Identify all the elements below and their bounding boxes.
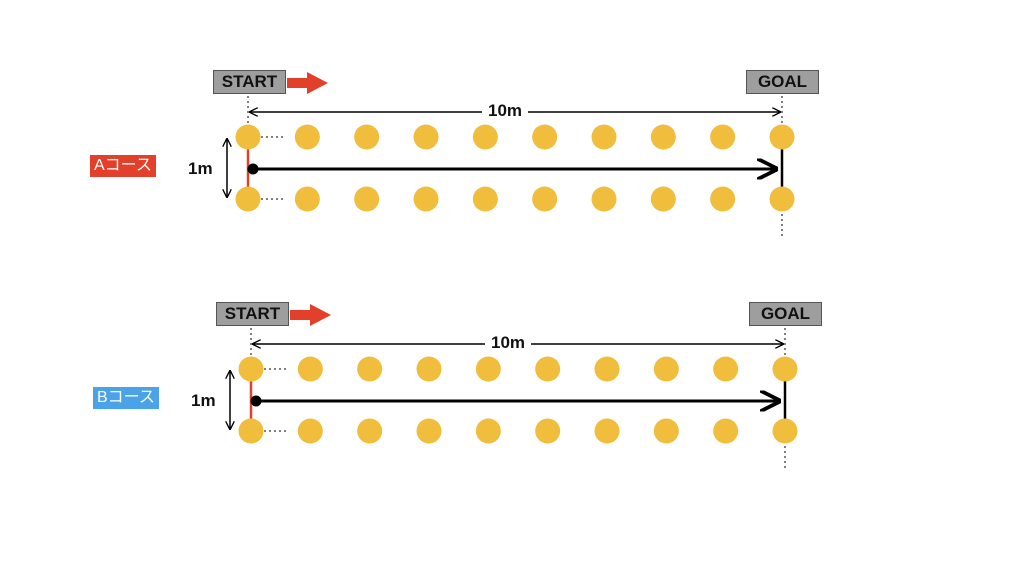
course-b-cone-top (713, 356, 739, 382)
course-b-cone-top (297, 356, 323, 382)
course-a-cone-top (472, 124, 498, 150)
course-b-cone-top (653, 356, 679, 382)
course-b-cone-top (357, 356, 383, 382)
course-b-cone-bottom (772, 418, 798, 444)
course-b-cone-top (772, 356, 798, 382)
course-a-cone-top (235, 124, 261, 150)
course-a-cone-top (650, 124, 676, 150)
course-b-cone-bottom (713, 418, 739, 444)
course-b-goal-label: GOAL (749, 302, 822, 326)
course-a-start-label: START (213, 70, 286, 94)
course-b-cone-bottom (416, 418, 442, 444)
course-a-cone-bottom (235, 186, 261, 212)
course-a-cone-bottom (650, 186, 676, 212)
course-a-cone-bottom (472, 186, 498, 212)
course-b-start-arrow-icon (290, 304, 331, 326)
course-b-cone-top (535, 356, 561, 382)
course-a-cone-top (769, 124, 795, 150)
course-b-width-label: 1m (191, 391, 216, 410)
course-b-cone-bottom (238, 418, 264, 444)
course-a-cone-top (354, 124, 380, 150)
course-b-cone-bottom (297, 418, 323, 444)
course-a-cone-top (532, 124, 558, 150)
course-b-cone-top (594, 356, 620, 382)
course-a-cone-bottom (532, 186, 558, 212)
course-b-cone-bottom (535, 418, 561, 444)
course-a-label: Aコース (90, 155, 156, 177)
course-a-cone-bottom (294, 186, 320, 212)
course-a-length-label: 10m (482, 100, 529, 122)
course-a-cone-bottom (710, 186, 736, 212)
course-b-cone-top (416, 356, 442, 382)
course-a-cone-bottom (769, 186, 795, 212)
course-a-cone-top (413, 124, 439, 150)
course-b-cone-bottom (594, 418, 620, 444)
course-b-cone-top (475, 356, 501, 382)
course-a-cone-top (591, 124, 617, 150)
course-b-cone-top (238, 356, 264, 382)
course-a-cone-bottom (354, 186, 380, 212)
course-a-width-label: 1m (188, 159, 213, 178)
course-a-start-arrow-icon (287, 72, 328, 94)
course-b-cone-bottom (357, 418, 383, 444)
course-b-cone-bottom (653, 418, 679, 444)
course-a-goal-label: GOAL (746, 70, 819, 94)
course-a-cone-top (710, 124, 736, 150)
course-a-cone-top (294, 124, 320, 150)
course-a-cone-bottom (413, 186, 439, 212)
course-b-label: Bコース (93, 387, 159, 409)
course-a-cone-bottom (591, 186, 617, 212)
course-b-start-label: START (216, 302, 289, 326)
course-b-length-label: 10m (485, 332, 532, 354)
course-b-cone-bottom (475, 418, 501, 444)
